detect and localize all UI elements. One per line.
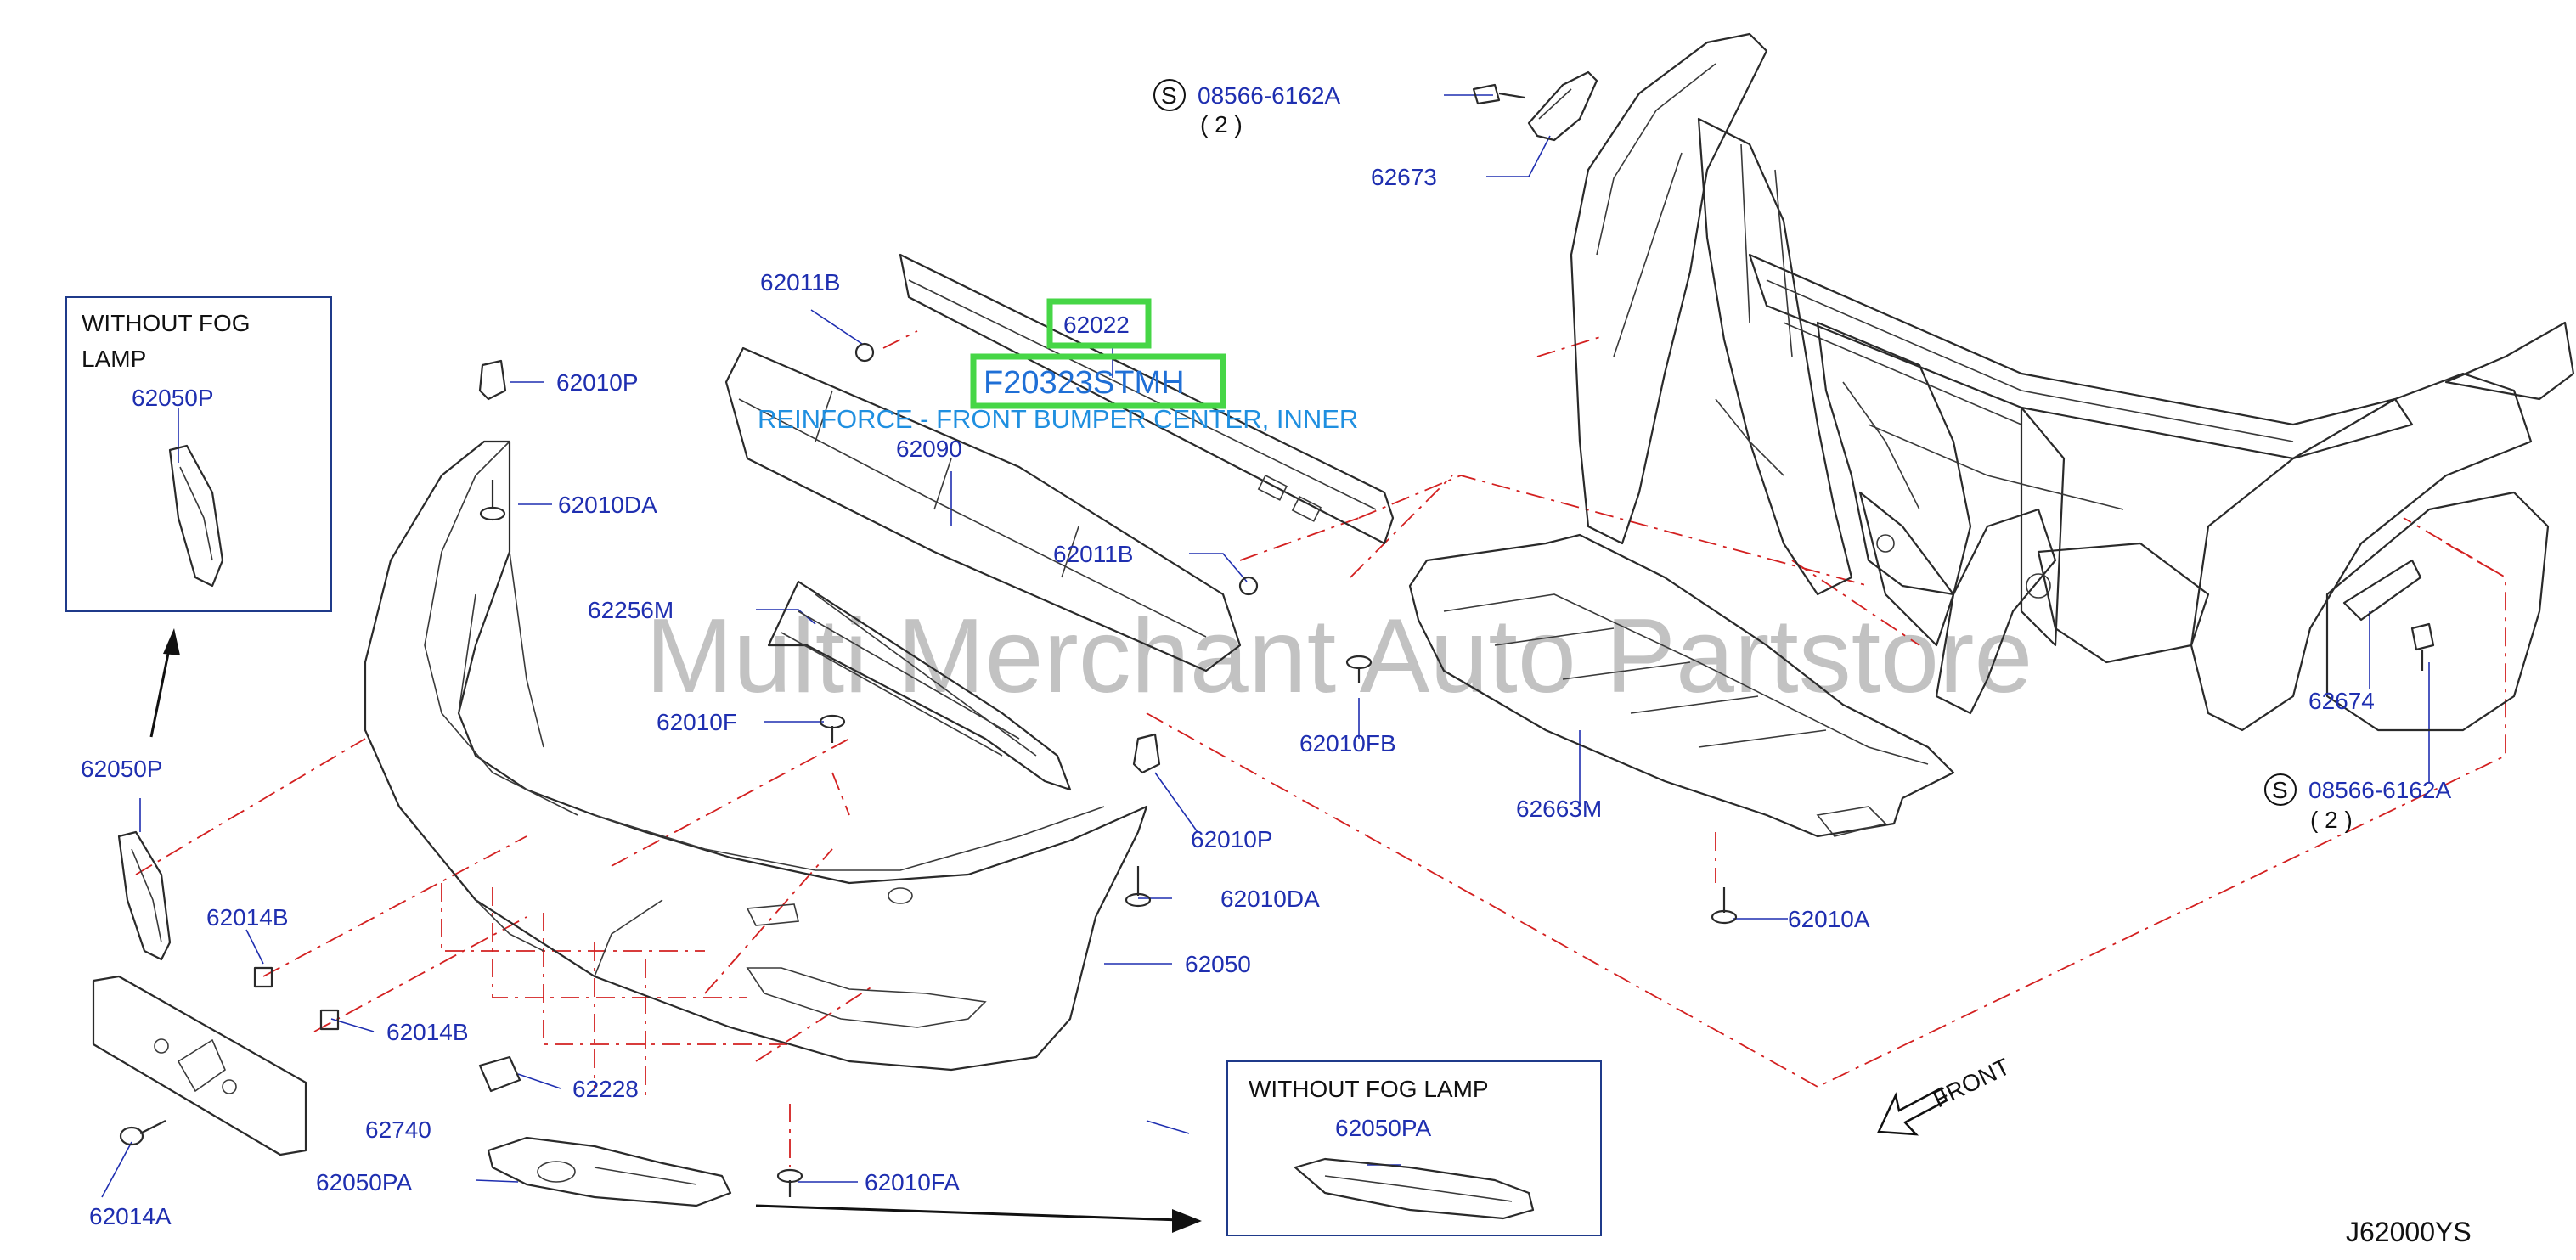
label-62014B-b: 62014B [386, 1019, 469, 1045]
inset-without-fog-lamp-bottom: WITHOUT FOG LAMP 62050PA [1226, 1060, 1602, 1236]
s-symbol-right: S [2264, 773, 2297, 806]
clip-62014B-b [319, 1009, 340, 1031]
label-62014A: 62014A [89, 1203, 172, 1229]
nut-62011B-a [854, 342, 875, 363]
undercover-62663M [1408, 533, 1955, 838]
label-62673: 62673 [1371, 164, 1437, 190]
label-62228: 62228 [572, 1076, 639, 1102]
label-62010P-a: 62010P [556, 369, 639, 396]
watermark: Multi Merchant Auto Partstore [645, 598, 2032, 715]
nut-62011B-b [1238, 576, 1259, 596]
arrow-up-to-inset [149, 628, 180, 738]
bolt-62010DA-right [1125, 866, 1152, 908]
bracket-62674 [2342, 559, 2422, 622]
reinforcement-62022 [899, 253, 1395, 545]
label-08566-right: 08566-6162A [2308, 777, 2451, 803]
label-62010FA: 62010FA [865, 1169, 960, 1195]
label-part-number[interactable]: F20323STMH [984, 365, 1185, 401]
label-62010A: 62010A [1788, 906, 1870, 932]
label-62050: 62050 [1185, 951, 1251, 977]
label-description: REINFORCE - FRONT BUMPER CENTER, INNER [758, 404, 1358, 434]
license-bracket-62740 [92, 975, 307, 1156]
label-62740: 62740 [365, 1117, 431, 1143]
bezel-62050PA [487, 1136, 732, 1207]
label-62011B-a: 62011B [760, 269, 840, 295]
cap-62228 [478, 1055, 521, 1093]
label-08566-top: 08566-6162A [1198, 82, 1340, 109]
leader-lines [101, 94, 2430, 1198]
bumper-fascia-62050 [364, 440, 1148, 1072]
label-qty-right: ( 2 ) [2310, 807, 2353, 833]
highlight-part-number [970, 353, 1226, 409]
clip-62010F [819, 714, 846, 743]
label-62022[interactable]: 62022 [1063, 312, 1130, 338]
inset-bottom-line1: WITHOUT FOG LAMP [1249, 1076, 1489, 1102]
clip-62010P-top [478, 359, 507, 401]
label-62674: 62674 [2308, 688, 2375, 714]
front-label: FRONT [1929, 1053, 2014, 1112]
label-62010DA-a: 62010DA [558, 492, 657, 518]
part-labels: 08566-6162A ( 2 ) 62673 62011B 62022 F20… [81, 82, 2472, 1247]
bracket-62673 [1527, 70, 1598, 142]
inset-left-part: 62050P [132, 385, 214, 411]
screw-62014A [119, 1120, 166, 1146]
svg-text:S: S [2272, 777, 2288, 803]
front-direction-arrow: FRONT [1877, 1053, 2014, 1136]
bracket-62050P [117, 830, 172, 961]
label-qty-top: ( 2 ) [1200, 111, 1243, 138]
clip-62010FA [776, 1168, 803, 1197]
clip-62014B-a [253, 966, 273, 988]
label-62011B-b: 62011B [1053, 541, 1133, 567]
label-62010DA-b: 62010DA [1220, 886, 1320, 912]
bolt-62010DA-top [479, 480, 506, 521]
s-symbol-top: S [1153, 79, 1186, 111]
inset-left-line2: LAMP [82, 346, 146, 372]
bolt-62010A [1711, 887, 1738, 925]
inset-left-line1: WITHOUT FOG [82, 310, 251, 336]
diagram-reference: J62000YS [2346, 1217, 2472, 1247]
svg-text:S: S [1161, 82, 1177, 109]
label-62010FB: 62010FB [1299, 730, 1396, 757]
inset-bottom-part: 62050PA [1335, 1115, 1431, 1141]
label-62663M: 62663M [1516, 796, 1602, 822]
label-62050P: 62050P [81, 756, 163, 782]
bumper-beam-62090 [724, 346, 1242, 672]
label-62050PA: 62050PA [316, 1169, 412, 1195]
label-62010F: 62010F [657, 709, 737, 735]
arrow-right-to-inset [755, 1204, 1202, 1233]
inset-without-fog-lamp-left: WITHOUT FOG LAMP 62050P [65, 296, 332, 612]
bolt-right [2410, 622, 2435, 671]
label-62256M: 62256M [588, 597, 674, 623]
vehicle-body-structure [1570, 32, 2575, 732]
bolt-top [1472, 83, 1525, 105]
label-62090: 62090 [896, 436, 962, 462]
lower-grille-62256M [767, 580, 1072, 791]
assembly-guide-lines [135, 330, 2506, 1167]
label-62010P-b: 62010P [1191, 826, 1273, 852]
label-62014B-a: 62014B [206, 904, 289, 931]
clip-62010FB [1345, 655, 1373, 683]
clip-62010P-right [1132, 733, 1161, 774]
highlight-62022 [1046, 298, 1152, 349]
